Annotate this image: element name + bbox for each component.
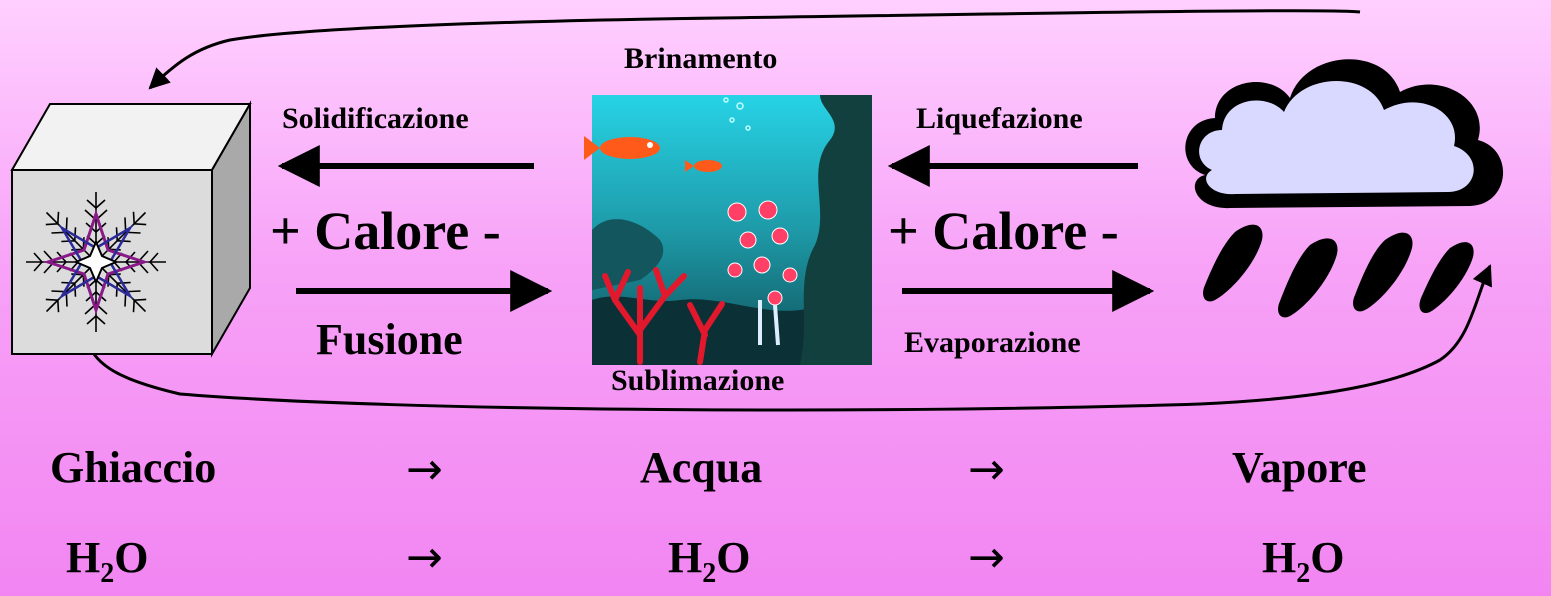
formula-solid: H2O [66, 532, 148, 590]
formula-o: O [114, 533, 149, 582]
heat-minus: - [1100, 201, 1119, 261]
formula-o: O [1310, 533, 1345, 582]
heat-label-left: + Calore - [270, 200, 501, 262]
state-arrow-1: → [406, 444, 443, 495]
formula-arrow-2: → [968, 532, 1005, 583]
heat-word: Calore [932, 201, 1088, 261]
formula-sub: 2 [100, 558, 115, 589]
label-fusione: Fusione [316, 315, 463, 364]
label-sublimazione: Sublimazione [611, 364, 785, 397]
formula-sub: 2 [1296, 558, 1311, 589]
formula-o: O [716, 533, 751, 582]
label-brinamento: Brinamento [624, 42, 778, 75]
fish-small [685, 160, 722, 172]
heat-minus: - [482, 201, 501, 261]
heat-plus: + [270, 201, 301, 261]
state-name-liquid: Acqua [640, 443, 763, 492]
formula-h: H [66, 533, 101, 582]
formula-liquid: H2O [668, 532, 750, 590]
state-name-gas: Vapore [1232, 443, 1367, 492]
underwater-sea-icon [584, 95, 872, 365]
formula-sub: 2 [702, 558, 717, 589]
formula-arrow-1: → [406, 532, 443, 583]
sublimazione-loop-arrow [86, 264, 1492, 412]
rain-cloud-icon [1185, 59, 1504, 318]
formula-gas: H2O [1262, 532, 1344, 590]
heat-label-right: + Calore - [888, 200, 1119, 262]
label-evaporazione: Evaporazione [904, 326, 1081, 359]
label-solidificazione: Solidificazione [282, 102, 469, 135]
formula-h: H [668, 533, 703, 582]
ice-cube-snowflake-icon [10, 100, 252, 358]
state-arrow-2: → [968, 444, 1005, 495]
fish [584, 136, 660, 160]
state-name-solid: Ghiaccio [50, 443, 217, 492]
formula-h: H [1262, 533, 1297, 582]
label-liquefazione: Liquefazione [916, 102, 1083, 135]
heat-word: Calore [314, 201, 470, 261]
brinamento-loop-arrow [148, 9, 1361, 90]
heat-plus: + [888, 201, 919, 261]
